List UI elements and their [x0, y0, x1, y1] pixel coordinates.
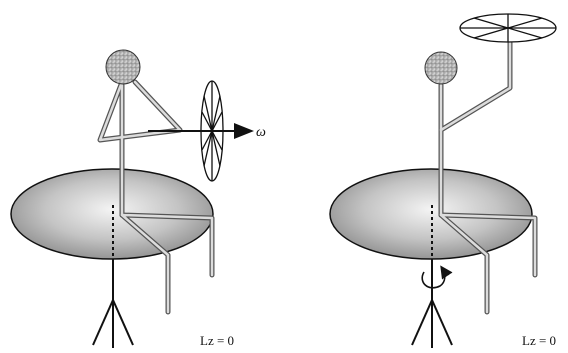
right-spinning-wheel: [459, 13, 557, 43]
omega-label: ω: [256, 125, 266, 140]
platform-rotation-arrow: [421, 265, 453, 289]
left-person-head: [105, 49, 141, 85]
right-panel: Lz = 0: [329, 13, 557, 348]
left-lz-label: Lz = 0: [200, 333, 234, 348]
right-lz-label: Lz = 0: [522, 333, 556, 348]
right-tripod: [411, 260, 453, 348]
right-person-head: [424, 51, 458, 85]
left-panel: ω Lz = 0: [10, 49, 266, 348]
